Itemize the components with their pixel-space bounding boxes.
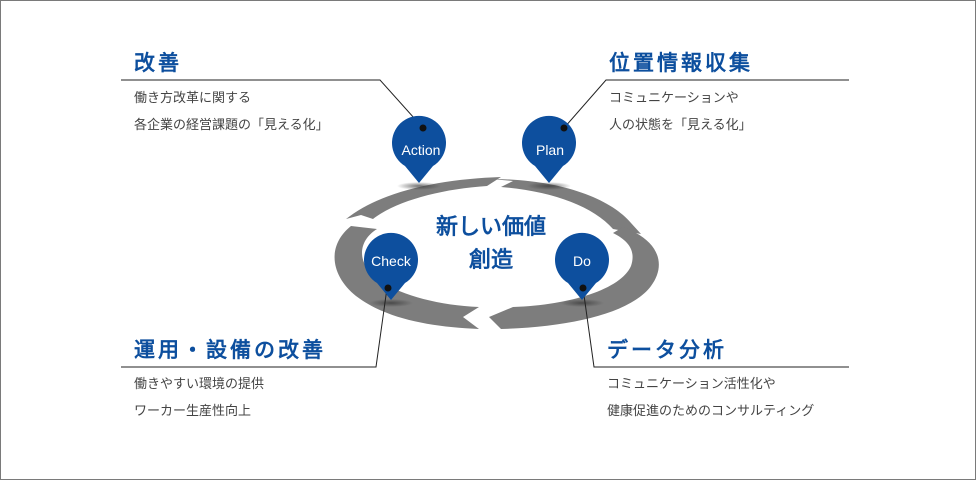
action-description: 働き方改革に関する 各企業の経営課題の「見える化」 [134, 85, 329, 139]
connector-check [121, 287, 388, 368]
ring-segment-top [346, 177, 501, 219]
pin-action: Action [391, 115, 446, 183]
plan-line: 人の状態を「見える化」 [609, 118, 752, 133]
center-line-2: 創造 [468, 248, 513, 273]
pin-dot [384, 284, 392, 292]
plan-title: 位置情報収集 [609, 51, 753, 75]
pin-plan-label: Plan [536, 142, 564, 158]
pin-shadow [369, 299, 413, 307]
check-description: 働きやすい環境の提供 ワーカー生産性向上 [134, 371, 264, 425]
check-line: ワーカー生産性向上 [134, 404, 252, 419]
plan-line: コミュニケーションや [609, 91, 739, 106]
pin-shadow [527, 182, 571, 190]
action-line: 各企業の経営課題の「見える化」 [134, 118, 329, 133]
center-line-1: 新しい価値 [435, 215, 546, 240]
pin-dot [579, 284, 587, 292]
center-label: 新しい価値 創造 [411, 211, 571, 277]
connector-plan [563, 79, 849, 129]
pin-dot [419, 124, 427, 132]
do-title: データ分析 [607, 338, 727, 362]
pin-do-label: Do [573, 253, 591, 269]
check-line: 働きやすい環境の提供 [134, 377, 265, 392]
ring-segment-right [489, 227, 659, 329]
check-title: 運用・設備の改善 [134, 338, 326, 362]
connector-action [121, 79, 424, 129]
pin-shadow [397, 182, 441, 190]
pin-shadow [560, 299, 604, 307]
do-description: コミュニケーション活性化や 健康促進のためのコンサルティング [607, 371, 814, 425]
do-line: 健康促進のためのコンサルティング [607, 404, 815, 419]
pin-action-label: Action [402, 142, 441, 158]
pin-do: Do [555, 232, 609, 300]
do-line: コミュニケーション活性化や [607, 377, 776, 392]
action-line: 働き方改革に関する [134, 91, 252, 106]
plan-description: コミュニケーションや 人の状態を「見える化」 [609, 85, 752, 139]
pin-check-label: Check [371, 253, 412, 269]
pin-dot [560, 124, 568, 132]
action-title: 改善 [134, 51, 182, 75]
pin-check: Check [363, 232, 418, 300]
connector-do [582, 287, 849, 368]
pin-plan: Plan [522, 115, 576, 183]
